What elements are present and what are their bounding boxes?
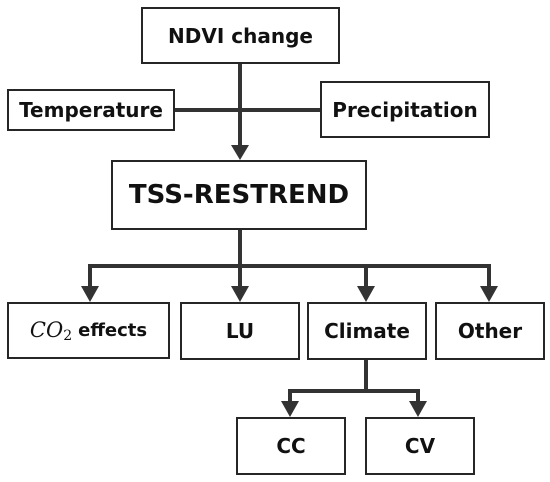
climate-arrowhead xyxy=(357,286,375,302)
tss-restrend-node: TSS-RESTREND xyxy=(111,160,367,230)
precipitation-node: Precipitation xyxy=(320,81,490,138)
cv-arrowhead xyxy=(409,401,427,417)
temperature-node: Temperature xyxy=(7,89,175,131)
tss-restrend-label: TSS-RESTREND xyxy=(128,180,350,210)
co2-effects-node: CO2 effects xyxy=(7,302,170,359)
trunk-arrowhead xyxy=(231,145,249,160)
cc-arrowhead xyxy=(281,401,299,417)
co2-symbol: CO xyxy=(29,317,64,342)
lu-node: LU xyxy=(180,302,300,360)
lu-arrowhead xyxy=(231,286,249,302)
cc-node: CC xyxy=(236,417,346,475)
co2-formula: CO2 xyxy=(30,318,72,344)
other-node: Other xyxy=(435,302,545,360)
co2-arrowhead xyxy=(81,286,99,302)
temperature-label: Temperature xyxy=(19,98,163,122)
lu-label: LU xyxy=(225,319,255,343)
other-label: Other xyxy=(457,319,523,343)
cv-label: CV xyxy=(404,434,436,458)
ndvi-change-label: NDVI change xyxy=(168,23,313,48)
co2-effects-label: effects xyxy=(78,320,148,341)
other-arrowhead xyxy=(480,286,498,302)
co2-subscript: 2 xyxy=(63,327,73,344)
ndvi-change-node: NDVI change xyxy=(141,7,340,64)
cv-node: CV xyxy=(365,417,475,475)
climate-label: Climate xyxy=(324,319,410,343)
precipitation-label: Precipitation xyxy=(332,97,478,122)
cc-label: CC xyxy=(276,434,306,458)
climate-node: Climate xyxy=(307,302,427,360)
